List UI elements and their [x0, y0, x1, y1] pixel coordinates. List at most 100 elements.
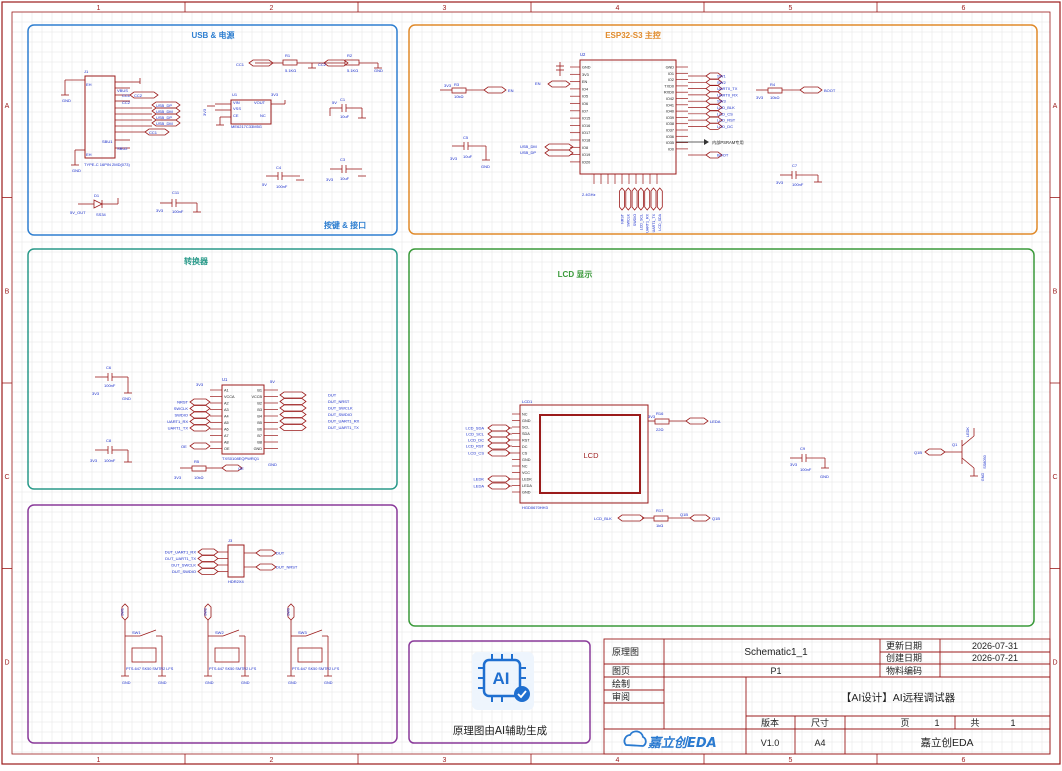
- net-label: GND: [324, 681, 333, 685]
- usb-section-box[interactable]: [27, 24, 398, 236]
- net-label: GND: [981, 473, 985, 482]
- net-label: C6: [106, 365, 112, 370]
- converter-labels: A1VCCAA2A3A4A5A6A7A8OEB1VCCBB2B3B4B5B6B7…: [90, 365, 360, 480]
- net-label: GND: [666, 66, 675, 70]
- net-label: GND: [158, 681, 167, 685]
- net-label: LEDK: [474, 477, 485, 482]
- usb-section-title: USB & 电源: [191, 30, 234, 40]
- net-label: 5V: [262, 182, 267, 187]
- net-label: LEDA: [474, 484, 485, 489]
- net-label: EN: [535, 81, 541, 86]
- net-label: 10uF: [340, 176, 350, 181]
- ai-note-caption: 原理图由AI辅助生成: [453, 724, 548, 737]
- net-label: USB_DP: [156, 115, 172, 120]
- tb-version-label: 版本: [761, 717, 779, 728]
- keys-labels: DUT_UART1_RXDUT_UART1_TXDUT_SWCLKDUT_SWD…: [120, 538, 339, 685]
- tb-updated-value: 2026-07-31: [972, 641, 1018, 651]
- net-label: SW2: [203, 608, 207, 616]
- net-label: UART1_TX: [168, 426, 189, 431]
- net-label: DUT: [328, 393, 337, 398]
- net-label: DUT_UART1_RX: [165, 550, 197, 555]
- net-label: 10uF: [463, 154, 473, 159]
- net-label: HDR2X4: [228, 579, 245, 584]
- usb-c-connector[interactable]: [84, 75, 116, 159]
- esp-section-box[interactable]: [408, 24, 1038, 235]
- net-label: SWCLK: [174, 406, 189, 411]
- txs0108-chip[interactable]: [221, 384, 265, 455]
- net-label: GND: [254, 447, 263, 451]
- net-label: IO17: [582, 131, 590, 135]
- net-label: CC2: [122, 100, 131, 105]
- net-label: R5: [194, 459, 200, 464]
- net-label: R16: [656, 411, 664, 416]
- net-label: VCC: [522, 471, 530, 475]
- net-label: VOUT: [254, 100, 266, 105]
- net-label: CE: [233, 113, 239, 118]
- net-label: CC1: [236, 62, 245, 67]
- net-label: 3V3: [271, 92, 279, 97]
- net-label: 5.1KΩ: [347, 68, 358, 73]
- net-label: GND: [122, 396, 131, 401]
- net-label: R2: [347, 53, 353, 58]
- frame-row-letter: B: [1053, 288, 1058, 295]
- net-label: LCD_RST: [466, 444, 485, 449]
- frame-row-letter: C: [4, 474, 9, 481]
- tb-of-label: 共: [970, 718, 979, 728]
- net-label: IO5: [582, 95, 588, 99]
- net-label: LCD_DC: [468, 438, 484, 443]
- net-label: GND: [122, 681, 131, 685]
- frame-column-number: 2: [270, 5, 274, 12]
- net-label: J3: [228, 538, 233, 543]
- net-label: IO0: [668, 147, 674, 151]
- net-label: IO20: [582, 160, 590, 164]
- converter-section-box[interactable]: [27, 248, 398, 490]
- net-label: GND: [72, 168, 81, 173]
- net-label: VSS: [233, 106, 241, 111]
- keys-header-circuit[interactable]: [121, 544, 332, 677]
- lcd-labels: NCGNDSCLSDARSTDCCSGNDNCVCCLEDKLEDAGNDLCD…: [466, 399, 987, 528]
- lcd-section-box[interactable]: [408, 248, 1035, 627]
- net-label: SDA: [522, 432, 530, 436]
- keys-section-box[interactable]: [27, 504, 398, 744]
- net-label: LCD_DC: [717, 124, 733, 129]
- net-label: SW2: [717, 80, 726, 85]
- level-converter-circuit[interactable]: [95, 373, 307, 472]
- lcd-module[interactable]: [519, 404, 649, 504]
- lcd-circuit[interactable]: [487, 404, 978, 522]
- net-label: DUT_UART1_TX: [328, 425, 359, 430]
- net-label: UART1_TX: [652, 213, 656, 232]
- net-label: A2: [224, 402, 229, 406]
- net-label: VCCA: [224, 395, 235, 399]
- tb-material-label: 物料编码: [886, 665, 922, 676]
- net-label: EN: [582, 80, 588, 84]
- svg-text:AI: AI: [493, 669, 510, 688]
- ai-note-box: [408, 640, 591, 744]
- net-label: EH: [86, 82, 92, 87]
- frame-column-number: 5: [789, 757, 793, 764]
- frame-column-number: 5: [789, 5, 793, 12]
- net-label: C5: [463, 135, 469, 140]
- esp32-chip[interactable]: [579, 59, 677, 175]
- net-label: GND: [522, 458, 531, 462]
- frame-column-number: 6: [962, 5, 966, 12]
- esp32-circuit[interactable]: [440, 59, 823, 211]
- net-label: LCD1: [522, 399, 533, 404]
- net-label: GND: [522, 419, 531, 423]
- usb-power-circuit[interactable]: [61, 59, 382, 213]
- tb-size-label: 尺寸: [811, 717, 829, 728]
- net-label: 1kΩ: [656, 523, 663, 528]
- ai-note: AI 原理图由AI辅助生成: [453, 652, 548, 737]
- net-label: DUT_SWCLK: [328, 406, 353, 411]
- hdr2x4-header[interactable]: [227, 544, 245, 578]
- net-label: Q1B: [680, 512, 688, 517]
- lcd-screen-label: LCD: [583, 451, 599, 460]
- net-label: IO2: [668, 78, 674, 82]
- frame-row-letter: D: [4, 659, 9, 666]
- net-label: BOOT: [824, 88, 836, 93]
- net-label: B2: [257, 402, 262, 406]
- net-label: NC: [260, 113, 266, 118]
- net-label: LCD_CS: [717, 111, 733, 116]
- esp-section-title: ESP32-S3 主控: [605, 30, 661, 40]
